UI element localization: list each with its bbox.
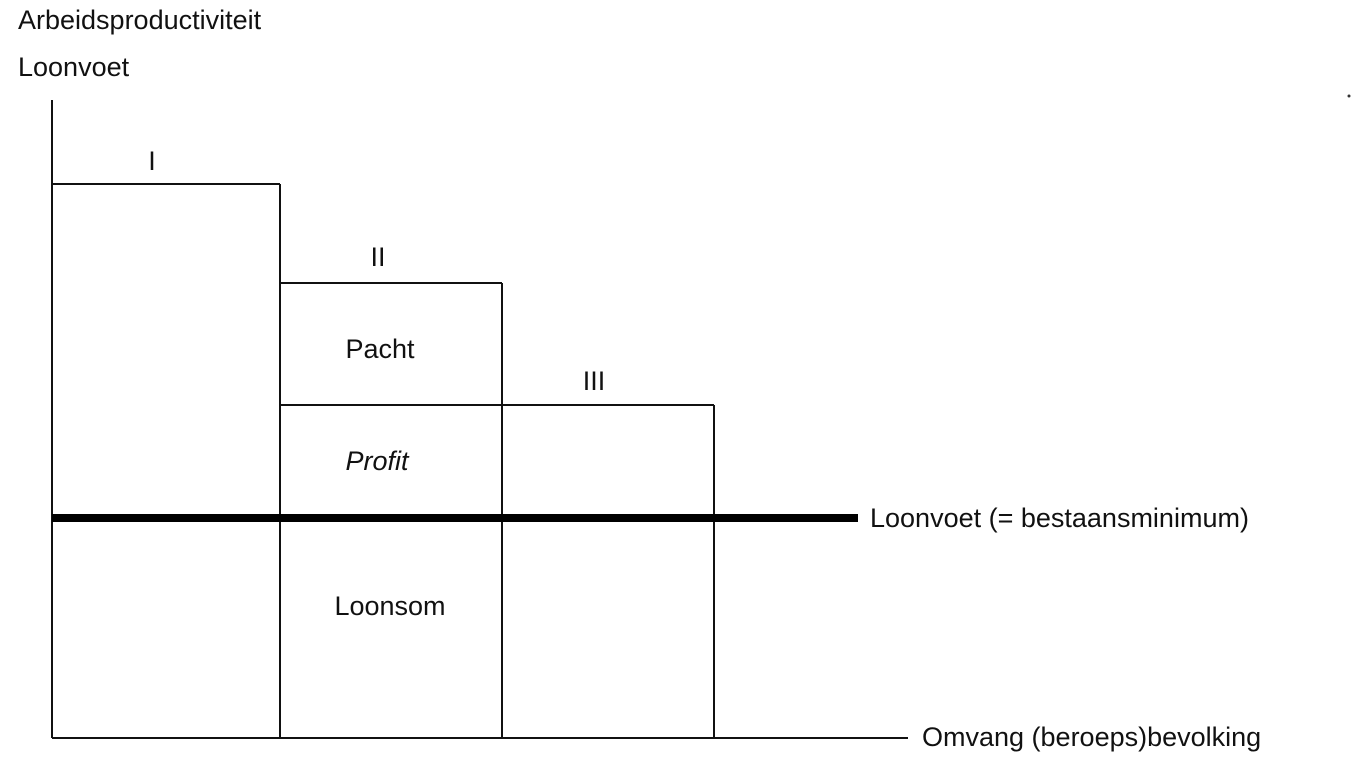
- x-axis-label: Omvang (beroeps)bevolking: [922, 722, 1261, 752]
- wage-line-label: Loonvoet (= bestaansminimum): [870, 503, 1249, 533]
- tier-iii-label: III: [583, 366, 606, 396]
- y-axis-label-wage: Loonvoet: [18, 52, 130, 82]
- pacht-label: Pacht: [345, 334, 415, 364]
- tier-ii-label: II: [370, 242, 385, 272]
- stray-dot: [1347, 94, 1351, 98]
- tier-i-label: I: [148, 146, 156, 176]
- loonsom-label: Loonsom: [334, 591, 445, 621]
- y-axis-label-productivity: Arbeidsproductiviteit: [18, 5, 262, 35]
- profit-label: Profit: [345, 446, 410, 476]
